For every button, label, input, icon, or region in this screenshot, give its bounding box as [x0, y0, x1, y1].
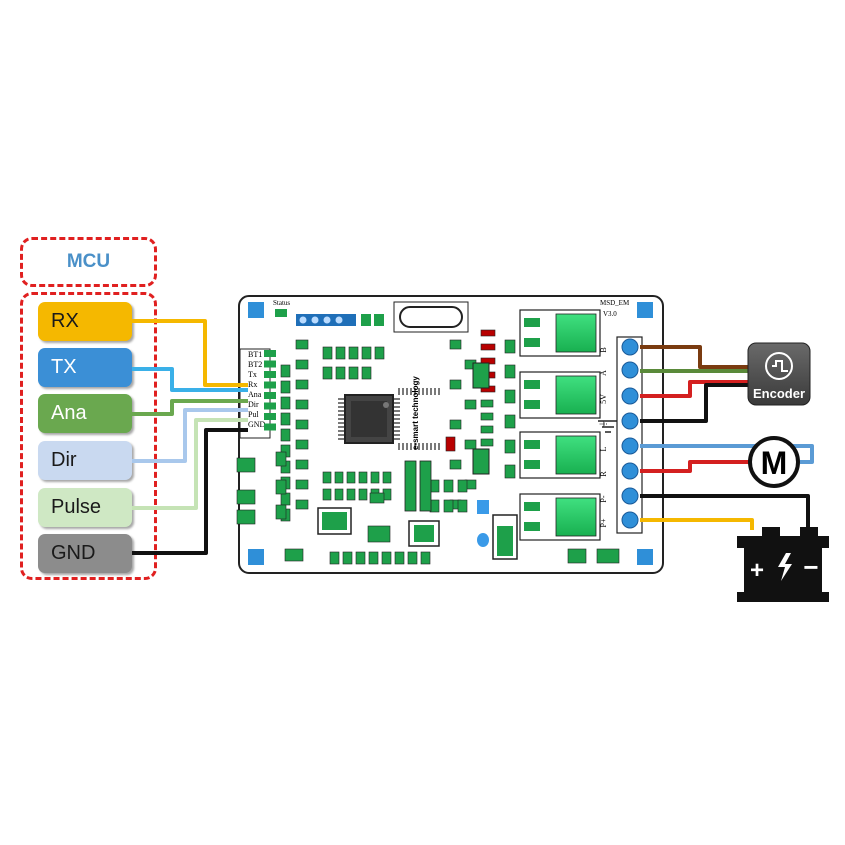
mosfet	[519, 371, 601, 419]
crystal	[399, 306, 463, 328]
mcu-pin-ana: Ana	[38, 394, 132, 433]
motor-label: M	[761, 445, 788, 481]
terminal-screw	[621, 387, 639, 405]
battery: + −	[737, 527, 829, 602]
wire-encoder-b	[640, 345, 752, 369]
mounting-holes	[248, 302, 653, 565]
mcu-title: MCU	[20, 237, 157, 287]
mosfet	[519, 493, 601, 541]
terminal-label: L	[599, 446, 608, 451]
mcu-pin-label: Ana	[51, 402, 87, 424]
header-label: Rx	[248, 380, 257, 389]
status-label: Status	[273, 299, 290, 307]
header-label: Pul	[248, 410, 259, 419]
battery-minus: −	[803, 552, 818, 582]
terminal-label: ⏚	[599, 420, 608, 428]
battery-plus: +	[750, 557, 764, 584]
wire-battery-negative	[640, 494, 810, 528]
mcu-pin-label: RX	[51, 310, 79, 332]
terminal-label: B	[599, 347, 608, 352]
mcu-pin-label: TX	[51, 356, 77, 378]
wire-rx	[132, 319, 248, 387]
mcu-pin-group	[20, 292, 157, 580]
header-label: Dir	[248, 400, 259, 409]
model-label: MSD_EM	[600, 299, 630, 307]
wire-tx	[132, 367, 248, 392]
terminal-screw	[621, 437, 639, 455]
wire-encoder-gnd	[640, 383, 752, 423]
terminal-screw	[621, 511, 639, 529]
mcu-pin-label: GND	[51, 542, 96, 564]
encoder-label: Encoder	[753, 386, 805, 401]
mcu-pin-tx: TX	[38, 348, 132, 387]
terminal-screw	[621, 462, 639, 480]
terminal-label: P+	[599, 518, 608, 527]
mcu-pin-pulse: Pulse	[38, 488, 132, 527]
mcu-pin-label: Pulse	[51, 496, 102, 518]
version-label: V3.0	[603, 310, 617, 318]
motor	[748, 436, 800, 488]
mosfet	[519, 309, 601, 357]
header-label: GND	[248, 420, 266, 429]
mcu-pin-gnd: GND	[38, 534, 132, 573]
mcu-pin-label: Dir	[51, 449, 77, 471]
wire-battery-positive	[640, 518, 754, 530]
mcu-title-text: MCU	[66, 251, 111, 272]
terminal-label: P-	[599, 495, 608, 502]
mcu-pin-rx: RX	[38, 302, 132, 341]
header-label: Ana	[248, 390, 262, 399]
wire-ana	[132, 399, 248, 416]
terminal-screw	[621, 361, 639, 379]
lightning-icon	[778, 553, 792, 581]
header-label: BT1	[248, 350, 262, 359]
wire-motor-r	[640, 460, 750, 473]
header-label: Tx	[248, 370, 257, 379]
terminal-label: 5V	[599, 394, 608, 404]
mcu-pin-dir: Dir	[38, 441, 132, 480]
encoder-icon	[765, 352, 793, 380]
brand-label: e-smart technology	[411, 376, 420, 450]
header-label: BT2	[248, 360, 262, 369]
wire-motor-l	[640, 444, 814, 464]
terminal-label: A	[599, 370, 608, 376]
wire-pulse	[132, 418, 248, 510]
wire-gnd	[132, 428, 248, 555]
terminal-screw	[621, 487, 639, 505]
terminal-screw	[621, 412, 639, 430]
wire-dir	[132, 408, 248, 463]
mosfet	[519, 431, 601, 479]
crystal-outline	[393, 301, 469, 333]
terminal-screw	[621, 338, 639, 356]
encoder	[747, 342, 811, 406]
terminal-label: R	[599, 471, 608, 477]
wire-encoder-5v	[640, 380, 752, 398]
